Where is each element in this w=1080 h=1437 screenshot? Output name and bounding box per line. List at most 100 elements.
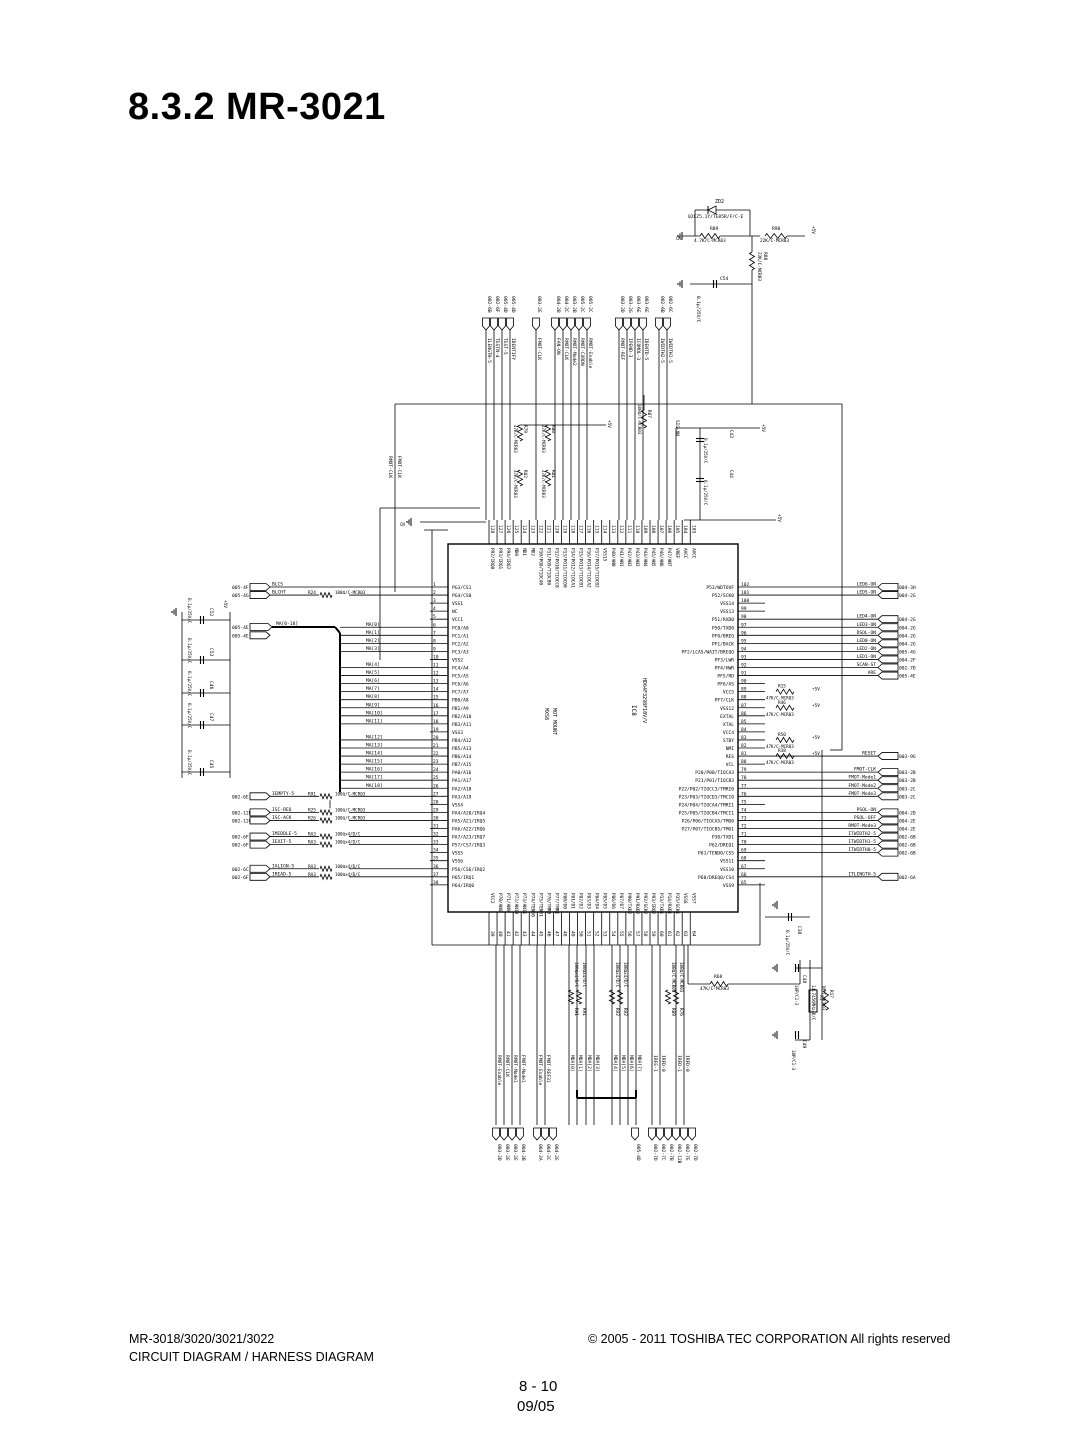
resistor-ref: R82 (522, 470, 528, 478)
net-label: ARE (868, 670, 877, 676)
pin-function: P82/D2 (578, 893, 584, 909)
connector-flag (877, 832, 899, 841)
connector-flag (249, 591, 271, 599)
net-label: MA[5] (366, 670, 380, 676)
ground-label: CN (676, 236, 681, 241)
pin-function: VCC1 (452, 617, 463, 623)
pin-function: VCC4 (723, 730, 734, 736)
resistor (319, 865, 333, 873)
pin-number: 70 (741, 840, 747, 846)
crystal-ref: X1 (818, 995, 824, 1001)
pin-function: VSS2 (452, 657, 463, 663)
pin-function: PC6/A6 (452, 682, 469, 688)
resistor-ref: R80 (550, 425, 556, 433)
connector-flag (631, 317, 639, 331)
pin-function: PB0/A8 (452, 698, 469, 704)
connector-ref: 005-4E (232, 631, 271, 639)
pin-number: 80 (741, 759, 747, 765)
resistor-value: 100Ω/C-MCR03 (335, 791, 366, 796)
pin-number: 94 (741, 646, 747, 652)
resistor-gap (319, 864, 349, 873)
connector-ref: 002-12B (232, 808, 271, 816)
resistor-ref: R68 (714, 974, 723, 980)
connector-id: 002-6B (486, 296, 492, 313)
connector-id: 004-2B (555, 296, 561, 313)
bus-label: MA[0-18] (276, 621, 298, 627)
pin-function: P93/IRQ1 (497, 548, 503, 570)
pin-number: 47 (553, 931, 559, 937)
connector-flag (575, 317, 583, 331)
resistor-value: 1M/C-MCR03 (821, 985, 826, 1011)
connector-flag (655, 317, 663, 331)
resistor-ref: RA3 (308, 864, 316, 870)
pin-number: 4 (433, 606, 436, 612)
connector-id: 003-9G (899, 754, 916, 760)
capacitor (712, 280, 718, 288)
resistor-ref: RA2 (622, 1008, 628, 1016)
pin-function: P13/TXD1 (658, 893, 664, 915)
pin-number: 117 (578, 525, 584, 534)
resistor-ref: R24 (308, 590, 316, 596)
pin-function: P83/D3 (586, 893, 592, 909)
net-label: ITLENGTH-5 (848, 871, 876, 877)
connector-id: 002-7B (668, 1144, 674, 1161)
connector-id: 002-6B (659, 296, 665, 313)
pin-number: 113 (610, 525, 616, 534)
pin-number: 90 (741, 679, 747, 685)
pin-number: 82 (741, 743, 747, 749)
pin-number: 105 (674, 525, 680, 534)
pin-number: 15 (433, 695, 439, 701)
bottom-signal: IRFE-1 (651, 945, 658, 1125)
connector-ref: 002-6E (232, 792, 271, 801)
pin-number: 41 (505, 931, 511, 937)
resistor-ref: R38 (778, 748, 786, 754)
net-label: MA[6] (366, 678, 380, 684)
pin-number: 48 (561, 931, 567, 937)
net-label: FMOT-Mode2 (848, 783, 876, 789)
wires (181, 395, 843, 1099)
pin-function: P17/PO15/TIOCB2 (594, 548, 600, 588)
connector-flag (249, 792, 271, 801)
pin-number: 24 (433, 767, 439, 773)
net-label: IWIDTH2-5 (659, 338, 665, 363)
connector-id: 002-6B (899, 843, 916, 849)
pin-number: 83 (741, 735, 747, 741)
bottom-connector: 002-12B (672, 1127, 682, 1164)
pin-function: P26/P06/TIOCA5/TMO0 (681, 818, 734, 824)
pin-function: P41/AN1 (618, 548, 624, 567)
resistor (775, 736, 795, 744)
connector-ref: 004-2F (877, 655, 916, 663)
pin-function: PB6/A14 (452, 754, 472, 760)
connector-id: 005-4E (232, 633, 249, 639)
pin-function: P13/PO11/TIOCD0 (561, 548, 567, 588)
resistor-value: 22K/C-MCR03 (756, 252, 762, 281)
pin-number: 55 (618, 931, 624, 937)
connector-id: 005-4E (232, 625, 249, 631)
resistor-gap (319, 792, 349, 801)
resistor-value: 22K/C-MCR03 (760, 238, 789, 244)
resistor (775, 688, 795, 695)
resistor-value: 100Ωx4/D/C (335, 832, 361, 837)
bottom-connector: 002-7D (688, 1127, 698, 1161)
resistor-ref: R17 (828, 990, 834, 998)
pin-number: 124 (521, 525, 527, 534)
